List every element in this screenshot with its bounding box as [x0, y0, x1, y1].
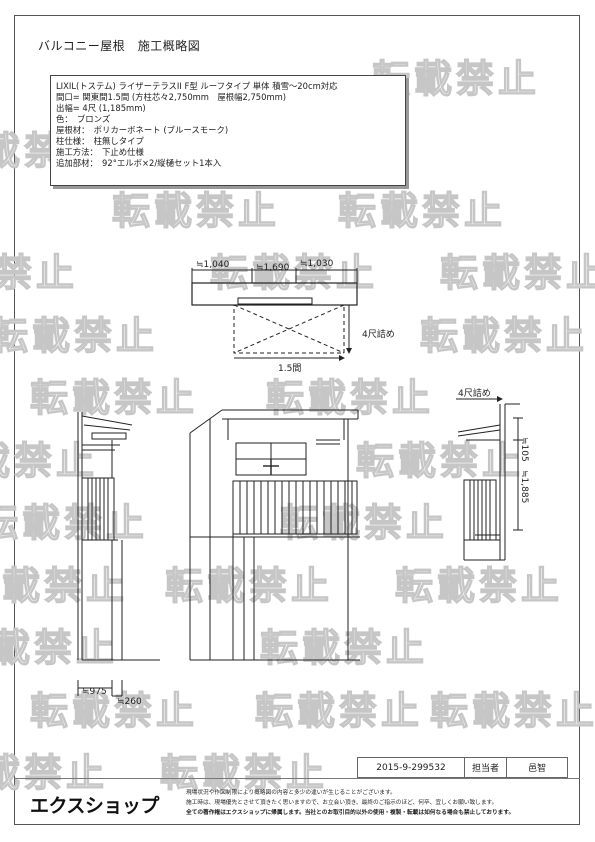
spec-line-width: 間口= 関東間1.5間 (方柱芯々2,750mm 屋根幅2,750mm) — [56, 92, 287, 102]
plan-depth-label: 4尺詰め — [362, 328, 395, 340]
spec-line-roof: 屋根材： ポリカーボネート (ブルースモーク) — [56, 125, 229, 135]
drawing-frame — [14, 15, 580, 825]
staff-name: 邑智 — [528, 764, 547, 774]
front-view — [189, 409, 360, 661]
right-side-view — [456, 396, 523, 561]
plan-view — [191, 268, 358, 361]
right-dim-a: ≒105 — [519, 437, 529, 462]
footer-note-3: 全ての著作権はエクスショップに帰属します。当社とのお取引目的以外の使用・複製・転… — [186, 810, 515, 816]
footer-divider — [14, 778, 580, 779]
spec-line-method: 施工方法： 下止め仕様 — [56, 147, 144, 157]
page-title: バルコニー屋根 施工概略図 — [38, 39, 201, 53]
plan-dim-left: ≒1,040 — [196, 260, 230, 270]
left-side-view — [77, 412, 160, 697]
footer-note-2: 施工時は、現場優先とさせて頂きたく思いますので、お立会い頂き、最終のご指示のほど… — [186, 800, 498, 806]
info-box: 2015-9-299532 担当者 邑智 — [357, 757, 568, 778]
spec-line-parts: 追加部材： 92°エルボ×2/縦樋セット1本入 — [56, 158, 222, 168]
footer-note-1: 現場状況や作図制限により概略図の内容と多少の違いが生じることがございます。 — [186, 790, 396, 796]
right-depth-label: 4尺詰め — [458, 387, 491, 399]
plan-dim-right: ≒1,030 — [300, 259, 334, 269]
company-logo: エクスショップ — [30, 795, 159, 817]
spec-line-color: 色： ブロンズ — [56, 114, 111, 124]
staff-label: 担当者 — [465, 758, 508, 777]
spec-line-product: LIXIL(トステム) ライザーテラスII F型 ルーフタイプ 単体 積雪～20… — [56, 81, 338, 91]
right-dim-b: ≒1,885 — [519, 470, 529, 503]
left-dim-b: ≒260 — [117, 697, 142, 707]
spec-line-post: 柱仕様： 柱無しタイプ — [56, 136, 144, 146]
spec-box: LIXIL(トステム) ライザーテラスII F型 ルーフタイプ 単体 積雪～20… — [50, 75, 406, 186]
footer-notes: 現場状況や作図制限により概略図の内容と多少の違いが生じることがございます。 施工… — [186, 788, 514, 818]
plan-dim-mid: ≒1,690 — [256, 263, 290, 273]
plan-width-label: 1.5間 — [278, 363, 301, 374]
drawing-code: 2015-9-299532 — [358, 758, 465, 777]
left-dim-a: ≒975 — [82, 687, 107, 697]
spec-line-depth: 出幅= 4尺 (1,185mm) — [56, 103, 146, 113]
